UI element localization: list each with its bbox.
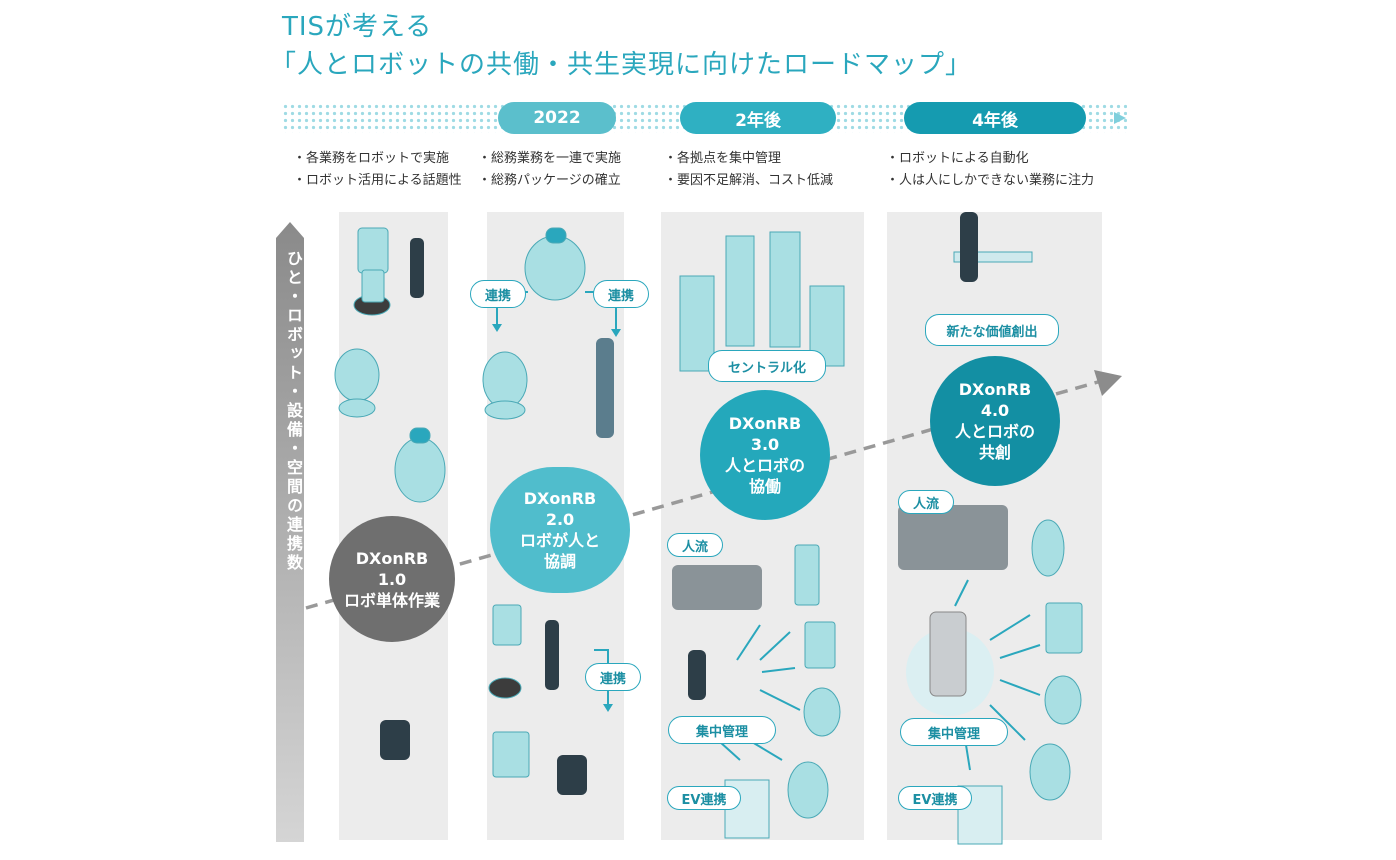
tag-shuchu: 集中管理 — [668, 716, 776, 744]
stage-circle-2: DXonRB 2.0 ロボが人と 協調 — [490, 467, 630, 593]
stage-circle-1: DXonRB 1.0 ロボ単体作業 — [329, 516, 455, 642]
stage-name: DXonRB — [728, 414, 802, 433]
tag-central: セントラル化 — [708, 350, 826, 382]
stage-desc: 協調 — [543, 552, 576, 571]
stage-version: 2.0 — [545, 510, 575, 529]
stage-desc: 協働 — [748, 477, 781, 496]
bullets-stage-4: ・ロボットによる自動化 ・人は人にしかできない業務に注力 — [886, 148, 1094, 192]
tag-ev: EV連携 — [898, 786, 972, 810]
bullet-text: ・ロボット活用による話題性 — [293, 173, 462, 188]
title-line-1: TISが考える — [282, 12, 433, 42]
bullet-text: ・人は人にしかできない業務に注力 — [886, 173, 1095, 188]
stage-name: DXonRB — [355, 548, 429, 568]
bullet-text: ・総務パッケージの確立 — [478, 173, 621, 188]
stage-pill-2years: 2年後 — [680, 102, 836, 134]
tag-jinryu: 人流 — [898, 490, 954, 514]
bullet-text: ・ロボットによる自動化 — [886, 151, 1029, 166]
axis-label: ひと・ロボット・設備・空間の連携数 — [284, 250, 303, 573]
tag-renkei: 連携 — [585, 663, 641, 691]
stage-desc: 人とロボの — [954, 422, 1035, 441]
tag-shuchu: 集中管理 — [900, 718, 1008, 746]
stage-desc: 人とロボの — [724, 456, 805, 475]
stage-circle-3: DXonRB 3.0 人とロボの 協働 — [700, 390, 830, 520]
bullet-text: ・総務業務を一連で実施 — [478, 151, 622, 166]
bullet-text: ・各拠点を集中管理 — [664, 151, 782, 166]
stage-desc: ロボ単体作業 — [343, 590, 440, 610]
stage-name: DXonRB — [958, 380, 1032, 399]
tag-renkei: 連携 — [593, 280, 649, 308]
tag-new-value: 新たな価値創出 — [925, 314, 1059, 346]
stage-desc: ロボが人と — [519, 531, 600, 550]
stage-desc: 共創 — [978, 443, 1011, 462]
stage-name: DXonRB — [523, 489, 597, 508]
tag-ev: EV連携 — [667, 786, 741, 810]
bullets-stage-3: ・各拠点を集中管理 ・要因不足解消、コスト低減 — [664, 148, 833, 192]
bullets-stage-1: ・各業務をロボットで実施 ・ロボット活用による話題性 — [293, 148, 462, 192]
stage-pill-2022: 2022 — [498, 102, 616, 134]
tag-renkei: 連携 — [470, 280, 526, 308]
bullet-text: ・各業務をロボットで実施 — [293, 151, 450, 166]
stage-pill-4years: 4年後 — [904, 102, 1086, 134]
stage-version: 3.0 — [750, 435, 780, 454]
bullets-stage-2: ・総務業務を一連で実施 ・総務パッケージの確立 — [478, 148, 621, 192]
stage-version: 1.0 — [377, 569, 407, 589]
stage-circle-4: DXonRB 4.0 人とロボの 共創 — [930, 356, 1060, 486]
title-line-2: 「人とロボットの共働・共生実現に向けたロードマップ」 — [270, 50, 973, 80]
bullet-text: ・要因不足解消、コスト低減 — [664, 173, 834, 188]
tag-jinryu: 人流 — [667, 533, 723, 557]
stage-version: 4.0 — [980, 401, 1010, 420]
